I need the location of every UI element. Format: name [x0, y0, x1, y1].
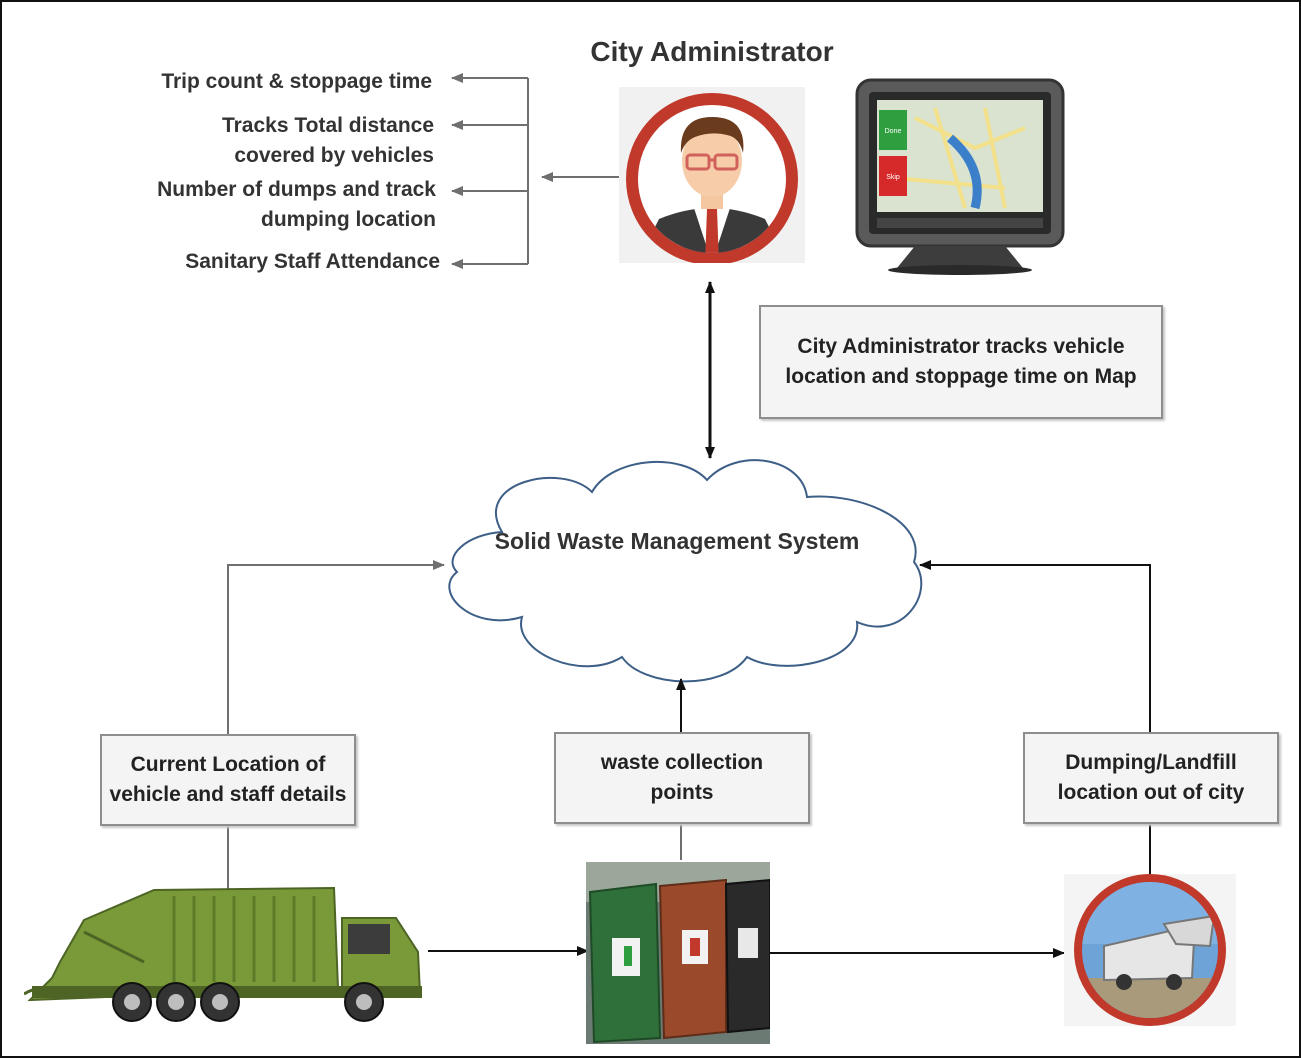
feature-trip-count: Trip count & stoppage time: [161, 70, 432, 93]
administrator-avatar-icon: [619, 87, 805, 263]
feature-staff-attendance: Sanitary Staff Attendance: [185, 250, 440, 273]
gps-tracker-device-icon: Done Skip: [855, 78, 1065, 275]
landfill-icon: [1064, 874, 1236, 1026]
feature-bracket: [451, 73, 619, 269]
dumping-location-box: Dumping/Landfill location out of city: [1023, 732, 1279, 824]
page-title: City Administrator: [590, 36, 834, 67]
tracking-note-box: City Administrator tracks vehicle locati…: [759, 305, 1163, 419]
vehicle-location-box: Current Location of vehicle and staff de…: [100, 734, 356, 826]
dumping-to-cloud-arrow: [919, 560, 1151, 732]
feature-dumps: Number of dumps and track dumping locati…: [157, 178, 436, 231]
gps-skip-button: Skip: [886, 174, 900, 181]
cloud-shape: [448, 459, 923, 683]
garbage-truck-icon: [24, 886, 422, 1022]
gps-done-button: Done: [885, 128, 902, 135]
waste-bins-icon: [586, 862, 770, 1044]
cloud-label: Solid Waste Management System: [494, 528, 860, 554]
feature-total-distance: Tracks Total distance covered by vehicle…: [221, 114, 434, 167]
collection-points-box: waste collection points: [554, 732, 810, 824]
vehicle-to-cloud-arrow: [227, 560, 445, 734]
